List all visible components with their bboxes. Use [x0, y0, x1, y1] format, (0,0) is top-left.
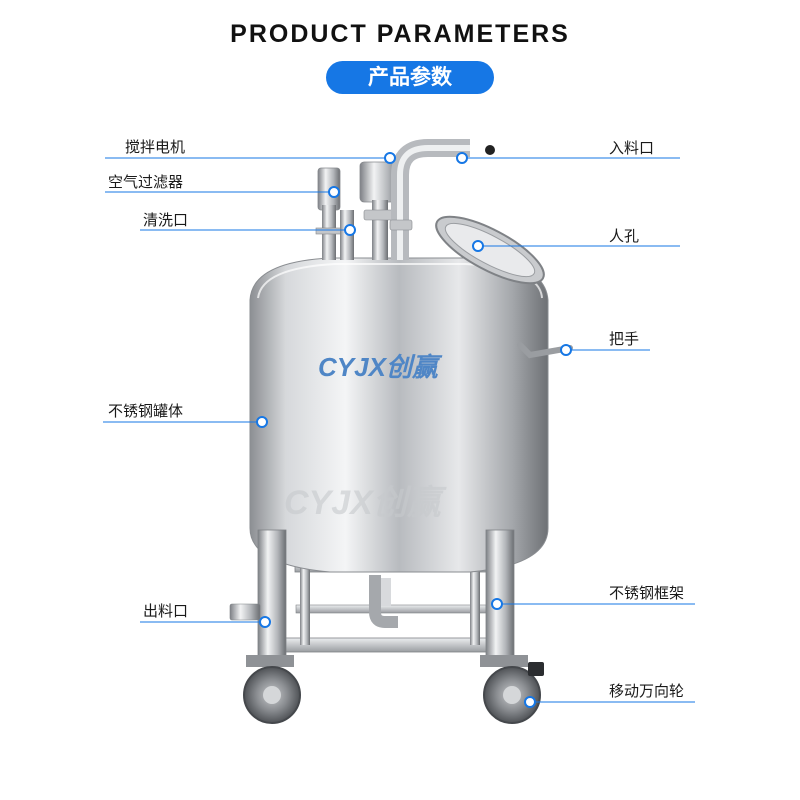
caster-brake: [528, 662, 544, 676]
handle: [517, 342, 573, 359]
label-caster: 移动万向轮: [609, 682, 685, 700]
label-manhole: 人孔: [609, 227, 640, 245]
callout-lines: [103, 157, 695, 703]
frame-cross-rail: [295, 604, 487, 614]
clamp: [315, 227, 343, 235]
tank-watermark: CYJX创赢: [284, 484, 447, 522]
callout-dots: [256, 152, 572, 708]
tank-body: [249, 257, 549, 573]
caster-hub-right: [503, 686, 521, 704]
label-air-filter: 空气过滤器: [108, 173, 184, 191]
caster-hub-left: [263, 686, 281, 704]
outlet-pipe: [369, 575, 398, 628]
frame-inner-leg-right: [470, 565, 480, 645]
label-motor: 搅拌电机: [125, 138, 186, 156]
label-cleaning-port: 清洗口: [143, 211, 189, 229]
tank-logo: CYJX创赢: [318, 352, 443, 382]
caster-mount-left: [246, 655, 294, 667]
label-tank-body: 不锈钢罐体: [108, 402, 184, 420]
motor-shaft: [372, 200, 388, 260]
outlet-valve: [229, 603, 261, 621]
inlet-pipe-highlight: [397, 145, 470, 260]
label-handle: 把手: [609, 330, 640, 348]
leg-left: [257, 529, 287, 661]
page-title: PRODUCT PARAMETERS: [230, 20, 570, 48]
label-frame: 不锈钢框架: [609, 584, 685, 602]
frame-inner-leg-left: [300, 565, 310, 645]
manhole-rim: [444, 222, 536, 278]
inlet-clamp: [389, 219, 413, 231]
label-inlet: 入料口: [609, 139, 655, 157]
inlet-valve-knob: [485, 145, 495, 155]
label-outlet: 出料口: [143, 602, 189, 620]
section-badge: 产品参数: [326, 61, 494, 94]
leg-right: [485, 529, 515, 661]
caster-mount-right: [480, 655, 528, 667]
